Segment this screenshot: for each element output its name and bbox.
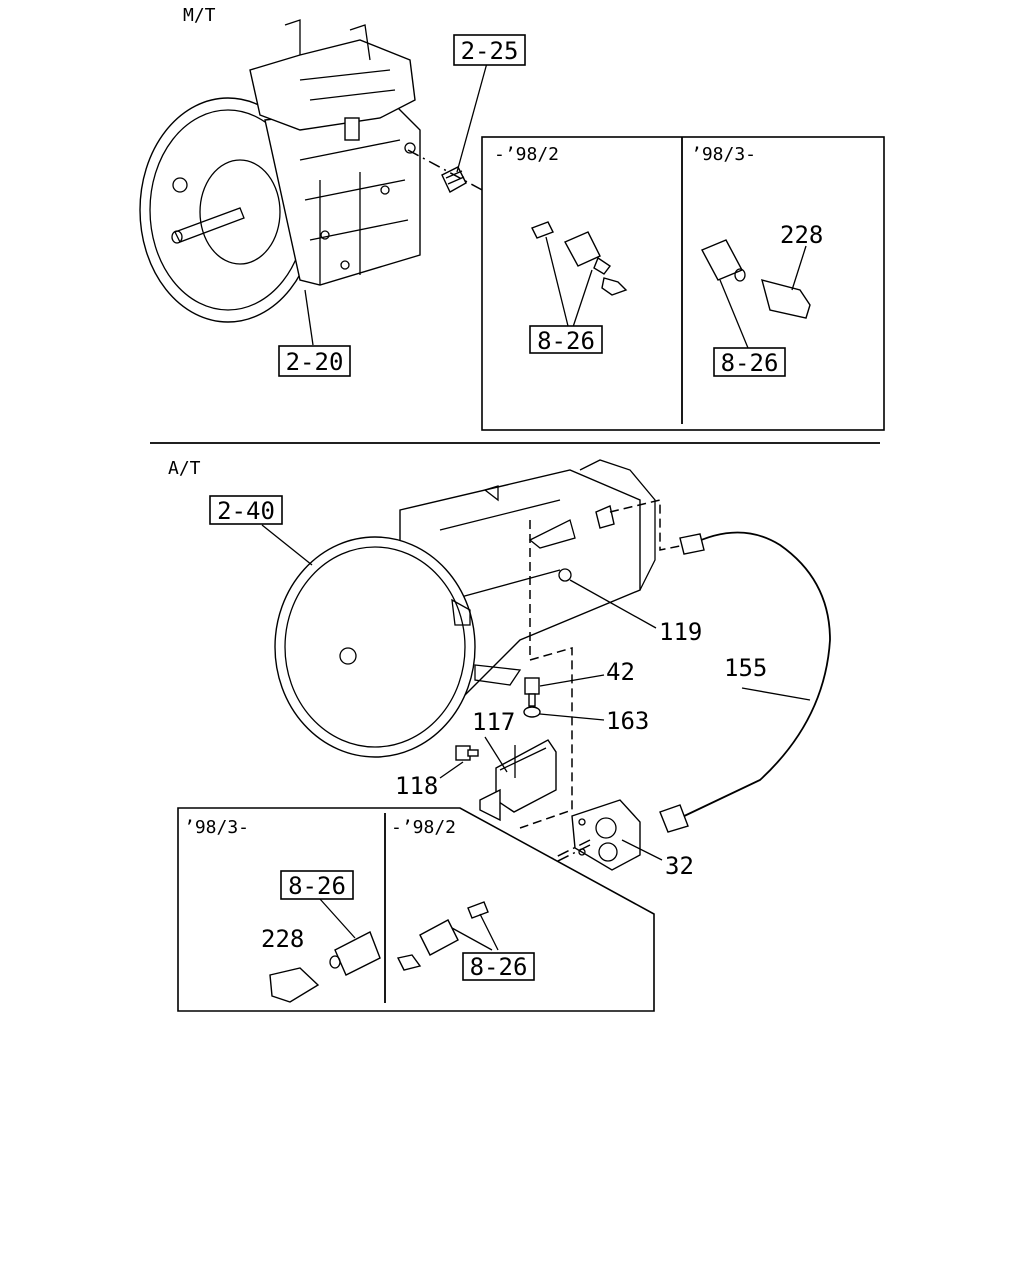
section-label-mt: M/T <box>183 5 216 26</box>
ref-label-sensor-at-b: 8-26 <box>470 953 528 981</box>
part-label-cable: 155 <box>724 654 767 682</box>
ref-label-sensor-at-a: 8-26 <box>288 872 346 900</box>
sensor-at-early-drawing <box>396 901 489 971</box>
period-label-mt-early: -’98/2 <box>494 144 559 165</box>
speedo-sensor-mt-drawing <box>441 166 467 193</box>
ref-label-transmission-mt: 2-20 <box>286 348 344 376</box>
part-label-gear-box: 32 <box>665 852 694 880</box>
ref-label-speedo-sensor-mt: 2-25 <box>461 37 519 65</box>
section-label-at: A/T <box>168 458 201 479</box>
bracket-bolt-drawing <box>455 745 479 761</box>
automatic-transmission-drawing <box>274 459 656 758</box>
washer-drawing <box>523 706 541 718</box>
part-label-clip-mt: 228 <box>780 221 823 249</box>
part-label-washer: 163 <box>606 707 649 735</box>
ref-box-transmission-mt <box>278 345 351 377</box>
at-variant-box <box>177 807 655 1012</box>
period-label-at-early: -’98/2 <box>391 817 456 838</box>
part-label-bolt: 42 <box>606 658 635 686</box>
part-label-clip-at: 228 <box>261 925 304 953</box>
bolt-drawing <box>524 677 540 707</box>
ref-label-sensor-mt-b: 8-26 <box>721 349 779 377</box>
mt-variant-box <box>481 136 885 431</box>
ref-label-sensor-mt-a: 8-26 <box>537 327 595 355</box>
ref-box-sensor-at-b <box>462 952 535 981</box>
gear-box-drawing <box>571 799 641 871</box>
sensor-at-late-drawing <box>269 931 381 1003</box>
part-label-nut: 119 <box>659 618 702 646</box>
ref-label-transmission-at: 2-40 <box>217 497 275 525</box>
ref-box-sensor-mt-b <box>713 347 786 377</box>
ref-box-transmission-at <box>209 495 283 525</box>
ref-box-sensor-mt-a <box>529 325 603 354</box>
period-label-mt-late: ’98/3- <box>691 144 756 165</box>
manual-transmission-drawing <box>139 19 421 323</box>
part-label-bracket-bolt: 118 <box>395 772 438 800</box>
period-label-at-late: ’98/3- <box>184 817 249 838</box>
bracket-drawing <box>479 739 557 822</box>
sensor-mt-early-drawing <box>531 221 628 296</box>
sensor-mt-late-drawing <box>701 239 811 319</box>
ref-box-speedo-sensor-mt <box>453 34 526 66</box>
ref-box-sensor-at-a <box>280 870 354 900</box>
part-label-bracket: 117 <box>472 708 515 736</box>
